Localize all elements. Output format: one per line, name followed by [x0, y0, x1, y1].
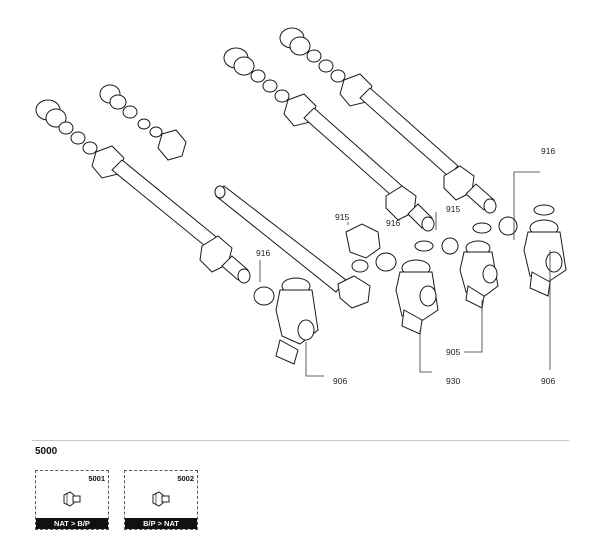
valve-center: [395, 259, 439, 335]
leader-930: [419, 330, 432, 373]
valve-center-right: [459, 240, 499, 309]
pipe-assembly-4: [223, 47, 435, 232]
callout-915-left: 915: [335, 212, 349, 222]
valve-left: [275, 277, 319, 365]
callout-916-right: 916: [541, 146, 555, 156]
kit-caption: NAT > B/P: [36, 518, 108, 529]
kit-box-5002[interactable]: 5002 B/P > NAT: [124, 470, 198, 530]
union-washers-mid: [345, 204, 555, 273]
section-divider: [32, 440, 569, 441]
kit-code: 5001: [88, 474, 105, 483]
leader-916-right: [513, 171, 540, 240]
callout-916-left: 916: [256, 248, 270, 258]
callout-916-mid: 916: [386, 218, 400, 228]
callout-906-right: 906: [541, 376, 555, 386]
kit-code: 5002: [177, 474, 194, 483]
kit-label: 5000: [35, 446, 58, 457]
fitting-group-2: [99, 84, 187, 161]
callout-905: 905: [446, 347, 460, 357]
kit-box-5001[interactable]: 5001 NAT > B/P: [35, 470, 109, 530]
exploded-parts-diagram: 916 915 916 915 916 905 930 906 906: [35, 27, 567, 386]
washer-left: [253, 286, 275, 306]
callout-906-left: 906: [333, 376, 347, 386]
union-fitting-icon: [152, 491, 170, 507]
valve-right: [523, 219, 567, 297]
leader-905: [464, 300, 483, 353]
pipe-assembly-5: [279, 27, 497, 214]
leader-906-left: [305, 342, 324, 377]
union-fitting-icon: [63, 491, 81, 507]
callout-915-mid: 915: [446, 204, 460, 214]
callout-930: 930: [446, 376, 460, 386]
pipe-assembly-3: [214, 185, 371, 309]
kit-caption: B/P > NAT: [125, 518, 197, 529]
pipe-assembly-1: [35, 99, 251, 284]
